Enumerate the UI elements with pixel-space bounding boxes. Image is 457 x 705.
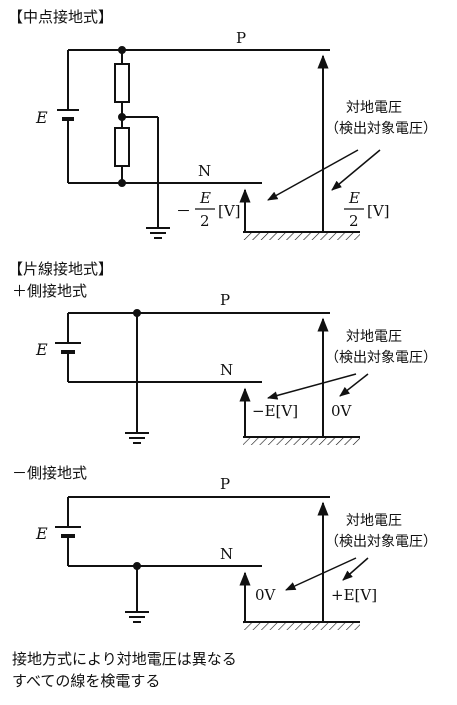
right-voltage-reading: 0V xyxy=(331,402,353,420)
rail-n-label: N xyxy=(220,545,233,563)
fraction-denominator: 2 xyxy=(200,212,210,230)
earth-hatch xyxy=(243,233,360,240)
section-heading: 【中点接地式】 xyxy=(8,8,113,26)
callout-title: 対地電圧 xyxy=(346,329,402,345)
resistor-upper xyxy=(114,63,130,103)
section-subheading: －側接地式 xyxy=(12,464,87,482)
earth-hatch xyxy=(243,438,360,445)
rail-n-label: N xyxy=(220,361,233,379)
rail-p-label: P xyxy=(236,29,246,47)
fraction-numerator: E xyxy=(199,189,211,207)
plus-side-grounding-circuit xyxy=(55,312,330,444)
footer-note: 接地方式により対地電圧は異なる すべての線を検電する xyxy=(12,648,452,692)
rail-p-label: P xyxy=(220,291,230,309)
midpoint-grounding-circuit xyxy=(57,49,330,239)
minus-side-grounding-circuit xyxy=(55,496,330,623)
reading-unit: [V] xyxy=(218,202,241,220)
source-label: E xyxy=(35,108,48,127)
callout-pointer xyxy=(331,149,381,191)
left-voltage-reading: － E 2 [V] xyxy=(176,189,241,230)
footer-line: 接地方式により対地電圧は異なる xyxy=(12,650,237,668)
fraction-denominator: 2 xyxy=(349,212,359,230)
section-heading: 【片線接地式】 xyxy=(8,260,113,278)
ground-symbol xyxy=(146,227,170,239)
section-subheading: ＋側接地式 xyxy=(12,282,87,300)
left-voltage-reading: 0V xyxy=(255,586,277,604)
left-voltage-reading: −E[V] xyxy=(252,402,298,420)
resistor-lower xyxy=(114,127,130,167)
ground-symbol xyxy=(125,611,149,623)
earth-hatch xyxy=(243,623,360,630)
right-voltage-reading: E 2 [V] xyxy=(344,189,390,230)
rail-n-label: N xyxy=(198,162,211,180)
junction-dot xyxy=(133,309,141,317)
footer-line: すべての線を検電する xyxy=(12,672,161,690)
junction-dot xyxy=(118,113,126,121)
right-voltage-reading: +E[V] xyxy=(331,586,377,604)
callout-pointer xyxy=(266,373,357,400)
rail-p-label: P xyxy=(220,475,230,493)
callout-subtitle: （検出対象電圧） xyxy=(325,534,437,550)
source-label: E xyxy=(35,524,48,543)
reading-sign: － xyxy=(176,202,191,220)
reading-unit: [V] xyxy=(367,202,390,220)
callout-pointer xyxy=(285,557,357,591)
callout-pointer xyxy=(339,373,369,397)
callout-pointer xyxy=(342,557,369,581)
callout-pointer xyxy=(267,149,359,201)
junction-dot xyxy=(133,562,141,570)
callout-title: 対地電圧 xyxy=(346,100,402,116)
fraction-numerator: E xyxy=(348,189,360,207)
callout-subtitle: （検出対象電圧） xyxy=(325,121,437,137)
source-label: E xyxy=(35,340,48,359)
junction-dot xyxy=(118,46,126,54)
callout-subtitle: （検出対象電圧） xyxy=(325,350,437,366)
ground-symbol xyxy=(125,432,149,444)
callout-title: 対地電圧 xyxy=(346,513,402,529)
junction-dot xyxy=(118,179,126,187)
